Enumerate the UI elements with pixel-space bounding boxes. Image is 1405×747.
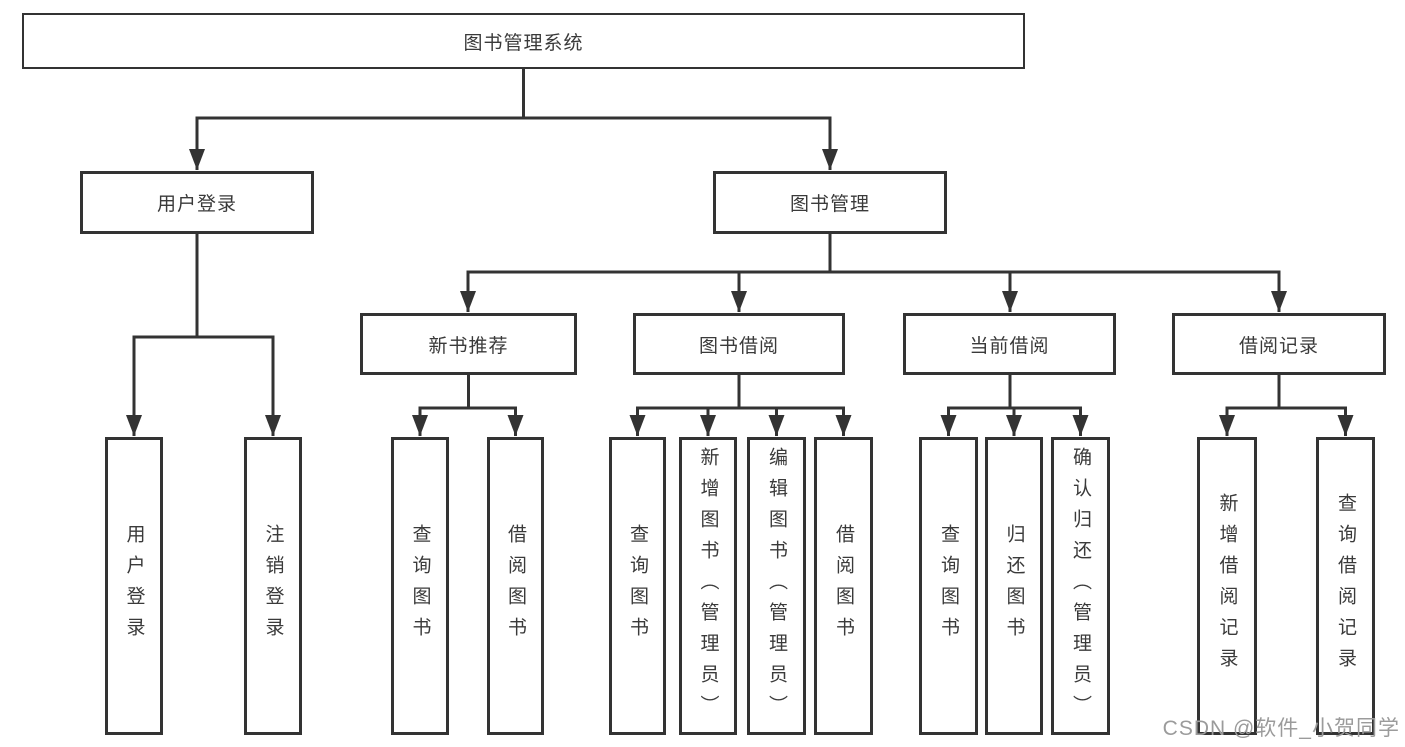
leaf-query-books-recommend: 查询图书: [391, 437, 449, 735]
node-new-book-recommendation: 新书推荐: [360, 313, 577, 375]
node-label: 借阅记录: [1238, 335, 1319, 357]
leaf-label: 查询图书: [938, 524, 959, 648]
leaf-label: 注销登录: [262, 524, 284, 648]
leaf-return-books: 归还图书: [985, 437, 1043, 735]
arrowheads: [126, 149, 1354, 436]
leaf-label: 用户登录: [123, 524, 145, 648]
leaf-label: 查询图书: [409, 524, 431, 648]
node-user-login: 用户登录: [80, 171, 314, 234]
node-library-management-system: 图书管理系统: [22, 13, 1025, 69]
node-label: 图书管理: [789, 194, 870, 215]
leaf-borrow-books-recommend: 借阅图书: [487, 437, 544, 735]
leaf-label: 编辑图书（管理员）: [766, 446, 787, 726]
leaf-query-books-borrowing: 查询图书: [609, 437, 666, 735]
leaf-add-borrowing-record: 新增借阅记录: [1197, 437, 1257, 735]
leaf-label: 借阅图书: [833, 524, 854, 648]
leaf-label: 归还图书: [1003, 524, 1025, 648]
leaf-label: 借阅图书: [505, 524, 526, 648]
leaf-add-books-admin: 新增图书（管理员）: [679, 437, 737, 735]
leaf-edit-books-admin: 编辑图书（管理员）: [747, 437, 806, 735]
leaf-query-borrowing-record: 查询借阅记录: [1316, 437, 1375, 735]
leaf-label: 新增借阅记录: [1216, 493, 1238, 679]
leaf-label: 查询图书: [627, 524, 648, 648]
leaf-logout: 注销登录: [244, 437, 302, 735]
node-label: 用户登录: [156, 194, 237, 215]
node-current-borrowing: 当前借阅: [903, 313, 1116, 375]
leaf-query-books-current: 查询图书: [919, 437, 978, 735]
csdn-watermark: CSDN @软件_小贺同学: [1162, 717, 1400, 740]
leaf-user-login: 用户登录: [105, 437, 163, 735]
node-book-borrowing: 图书借阅: [633, 313, 845, 375]
leaf-label: 确认归还（管理员）: [1070, 446, 1091, 726]
node-book-management: 图书管理: [713, 171, 947, 234]
node-label: 当前借阅: [969, 335, 1050, 357]
leaf-borrow-books-borrowing: 借阅图书: [814, 437, 873, 735]
leaf-label: 查询借阅记录: [1335, 493, 1356, 679]
node-label: 图书借阅: [698, 335, 779, 357]
leaf-label: 新增图书（管理员）: [697, 446, 719, 726]
node-borrowing-records: 借阅记录: [1172, 313, 1386, 375]
node-label: 新书推荐: [428, 335, 509, 357]
leaf-confirm-return-admin: 确认归还（管理员）: [1051, 437, 1110, 735]
node-label: 图书管理系统: [463, 32, 584, 54]
